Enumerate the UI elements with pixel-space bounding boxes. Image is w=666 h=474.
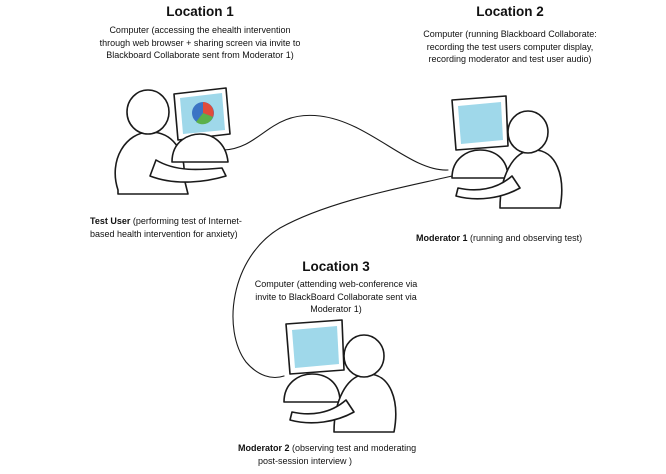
moderator1-role-text: (running and observing test) (467, 233, 583, 243)
moderator1-head (507, 110, 549, 154)
location2-desc-line: Computer (running Blackboard Collaborate… (423, 29, 597, 39)
location2-computer-description: Computer (running Blackboard Collaborate… (400, 28, 620, 66)
location3-screen (292, 326, 339, 368)
location1-computer (171, 87, 231, 163)
moderator2-role-line: post-session interview ) (258, 455, 353, 466)
location3-desc-line: Computer (attending web-conference via (254, 279, 418, 289)
test-user-name: Test User (90, 216, 131, 226)
moderator2-label: Moderator 2 (observing test and moderati… (238, 442, 478, 467)
test-user-role-line: (performing test of Internet- (130, 216, 242, 226)
moderator1-figure (455, 110, 563, 209)
test-user-label: Test User (performing test of Internet- … (90, 215, 290, 240)
test-user-figure (114, 89, 227, 195)
location3-title: Location 3 (302, 259, 370, 274)
moderator1-arm (455, 175, 521, 200)
location1-desc-line: Computer (accessing the ehealth interven… (109, 25, 291, 35)
pie-slice-green (196, 113, 213, 125)
cable-location1-to-location2 (223, 114, 449, 171)
location3-computer (283, 319, 345, 403)
location1-title: Location 1 (166, 4, 234, 19)
location1-desc-line: Blackboard Collaborate sent from Moderat… (106, 50, 294, 60)
moderator1-label: Moderator 1 (running and observing test) (416, 232, 636, 245)
location3-desc-line: invite to BlackBoard Collaborate sent vi… (255, 291, 417, 302)
location2-computer (451, 95, 509, 179)
moderator2-arm (289, 399, 355, 424)
moderator1-name: Moderator 1 (416, 233, 468, 243)
location3-desc-line: Moderator 1) (310, 304, 362, 314)
pie-chart-icon (192, 102, 214, 125)
location1-computer-description: Computer (accessing the ehealth interven… (58, 24, 342, 62)
moderator2-role-line: (observing test and moderating (289, 443, 417, 453)
location3-computer-description: Computer (attending web-conference via i… (226, 278, 446, 316)
test-user-head (126, 89, 170, 135)
cable-location2-to-location3 (232, 175, 453, 379)
pie-slice-red (203, 102, 214, 117)
location2-computer-base (451, 149, 509, 179)
location2-title: Location 2 (476, 4, 544, 19)
location3-computer-base (283, 373, 341, 403)
test-user-role-line: based health intervention for anxiety) (90, 228, 238, 239)
moderator2-head (343, 334, 385, 378)
location2-desc-line: recording the test users computer displa… (426, 41, 594, 52)
test-user-body (114, 131, 189, 195)
test-user-arm (149, 159, 227, 183)
location1-desc-line: through web browser + sharing screen via… (99, 37, 301, 48)
moderator2-figure (289, 334, 397, 433)
location2-desc-line: recording moderator and test user audio) (428, 54, 592, 64)
location2-screen (458, 102, 503, 144)
location1-computer-base (171, 133, 229, 163)
moderator2-name: Moderator 2 (238, 443, 290, 453)
